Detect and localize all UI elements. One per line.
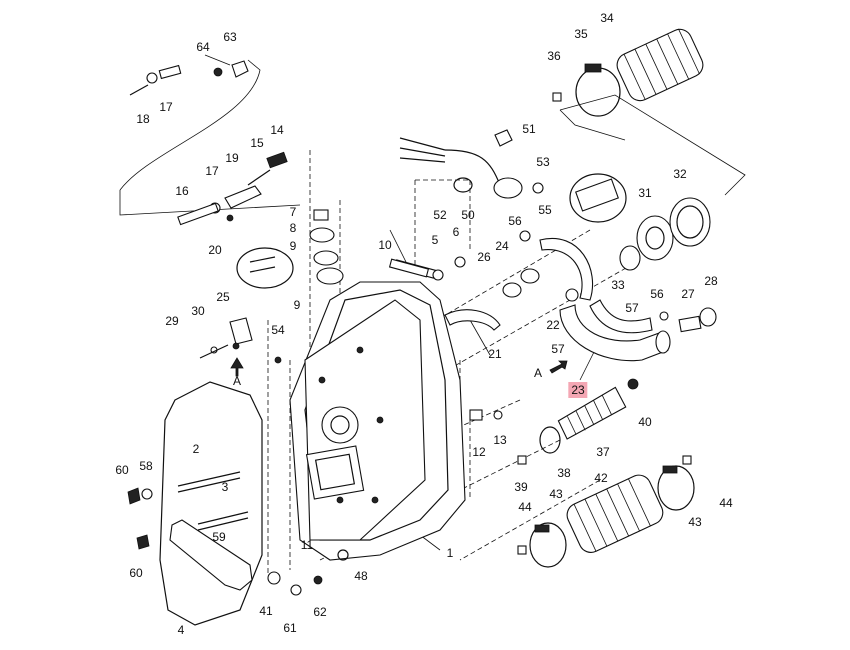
callout-37: 37 [596,445,610,459]
callout-30: 30 [191,304,205,318]
callout-14: 14 [270,123,284,137]
callout-50: 50 [461,208,475,222]
callout-44b: 44 [719,496,733,510]
callout-20: 20 [208,243,222,257]
callout-58: 58 [139,459,153,473]
callout-59: 59 [212,530,226,544]
direction-arrows [230,357,568,377]
callout-22: 22 [546,318,560,332]
callout-21: 21 [488,347,502,361]
callout-12: 12 [472,445,486,459]
callout-60b: 60 [129,566,143,580]
callout-7: 7 [289,205,297,219]
callout-48: 48 [354,569,368,583]
callout-57a: 57 [625,301,639,315]
callout-61: 61 [283,621,297,635]
callout-2: 2 [192,442,200,456]
callout-24: 24 [495,239,509,253]
callout-19: 19 [225,151,239,165]
callout-16: 16 [175,184,189,198]
callout-43a: 43 [549,487,563,501]
callout-52: 52 [433,208,447,222]
callout-15: 15 [250,136,264,150]
callout-23: 23 [568,382,588,398]
callout-4: 4 [177,623,185,637]
callout-38: 38 [557,466,571,480]
callout-55: 55 [538,203,552,217]
callout-60a: 60 [115,463,129,477]
callout-33: 33 [611,278,625,292]
callout-13: 13 [493,433,507,447]
callout-17a: 17 [159,100,173,114]
callout-6: 6 [452,225,460,239]
callout-17b: 17 [205,164,219,178]
arrow-label-A2: A [533,366,543,380]
callout-11: 11 [300,538,314,552]
arrow-label-A1: A [232,374,242,388]
callout-42: 42 [594,471,608,485]
small-parts-top-left [129,60,294,289]
callout-32: 32 [673,167,687,181]
callout-28: 28 [704,274,718,288]
callout-40: 40 [638,415,652,429]
callout-5: 5 [431,233,439,247]
callout-26: 26 [477,250,491,264]
callout-29: 29 [165,314,179,328]
main-housing [289,259,466,561]
callout-64: 64 [196,40,210,54]
gasket-frame [127,317,323,626]
callout-51: 51 [522,122,536,136]
callout-41: 41 [259,604,273,618]
callout-62: 62 [313,605,327,619]
callout-34: 34 [600,11,614,25]
callout-43b: 43 [688,515,702,529]
callout-44a: 44 [518,500,532,514]
callout-1: 1 [446,546,454,560]
callout-63: 63 [223,30,237,44]
callout-9a: 9 [289,239,297,253]
callout-36: 36 [547,49,561,63]
bellows-assembly [388,28,717,568]
callout-57b: 57 [551,342,565,356]
callout-35: 35 [574,27,588,41]
callout-53: 53 [536,155,550,169]
callout-10: 10 [378,238,392,252]
callout-56a: 56 [508,214,522,228]
callout-8: 8 [289,221,297,235]
callout-31: 31 [638,186,652,200]
callout-54: 54 [271,323,285,337]
callout-18: 18 [136,112,150,126]
callout-9b: 9 [293,298,301,312]
callout-3: 3 [221,480,229,494]
harness-fittings [399,129,594,331]
callout-27: 27 [681,287,695,301]
callout-39: 39 [514,480,528,494]
callout-25: 25 [216,290,230,304]
callout-56b: 56 [650,287,664,301]
bearing-stack [309,209,344,285]
